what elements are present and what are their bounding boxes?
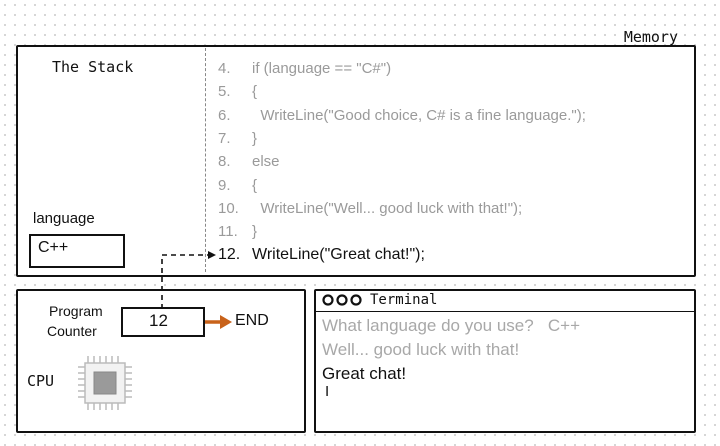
line-number: 9. xyxy=(218,176,231,194)
line-number: 4. xyxy=(218,60,231,77)
code-line-current: 12. WriteLine("Great chat!"); xyxy=(218,246,425,264)
line-number: 7. xyxy=(218,129,231,147)
terminal-line: Great chat! xyxy=(322,364,407,383)
code-line: 8. else xyxy=(218,153,280,170)
code-line: 9. { xyxy=(218,177,257,194)
code-line: 11.} xyxy=(218,223,257,240)
cpu-label: CPU xyxy=(27,372,55,390)
memory-label: Memory xyxy=(623,28,678,46)
terminal-line: Well... good luck with that! xyxy=(322,340,520,359)
terminal-title: Terminal xyxy=(370,292,438,308)
line-code: } xyxy=(252,223,258,241)
terminal-cursor: I xyxy=(325,383,330,400)
code-line: 4. if (language == "C#") xyxy=(218,60,391,77)
variable-value: C++ xyxy=(38,239,69,256)
line-code: else xyxy=(252,153,280,171)
line-number: 10. xyxy=(218,199,239,217)
line-number: 11. xyxy=(218,223,238,241)
line-code: WriteLine("Good choice, C# is a fine lan… xyxy=(252,106,586,124)
terminal-line: What language do you use? C++ xyxy=(322,316,581,335)
pc-label-line1: Program xyxy=(49,303,103,319)
stack-title: The Stack xyxy=(52,58,134,76)
variable-name: language xyxy=(33,210,95,227)
code-line: 5. { xyxy=(218,83,257,100)
pc-label-line2: Counter xyxy=(47,323,97,339)
line-code: { xyxy=(252,83,258,101)
line-code: WriteLine("Great chat!"); xyxy=(252,246,425,264)
code-line: 6. WriteLine("Good choice, C# is a fine … xyxy=(218,107,586,124)
line-code: WriteLine("Well... good luck with that!"… xyxy=(252,199,523,217)
terminal-title-divider xyxy=(316,311,694,312)
line-code: if (language == "C#") xyxy=(252,60,392,77)
terminal-panel xyxy=(314,289,696,433)
code-line: 10. WriteLine("Well... good luck with th… xyxy=(218,200,522,217)
end-label: END xyxy=(235,312,269,329)
window-controls-icon xyxy=(322,294,362,306)
program-counter-box xyxy=(121,307,205,337)
memory-panel xyxy=(16,45,696,277)
line-number: 5. xyxy=(218,83,231,101)
stack-divider xyxy=(205,48,206,272)
line-code: { xyxy=(252,176,258,194)
pc-pointer-arrow xyxy=(161,254,208,309)
variable-value-box xyxy=(29,234,125,268)
line-number: 8. xyxy=(218,153,231,171)
program-counter-value: 12 xyxy=(149,311,168,330)
line-number: 6. xyxy=(218,106,231,124)
line-code: } xyxy=(252,129,258,147)
cpu-chip-icon xyxy=(78,356,132,410)
line-number: 12. xyxy=(218,246,241,264)
code-line: 7.} xyxy=(218,130,257,147)
